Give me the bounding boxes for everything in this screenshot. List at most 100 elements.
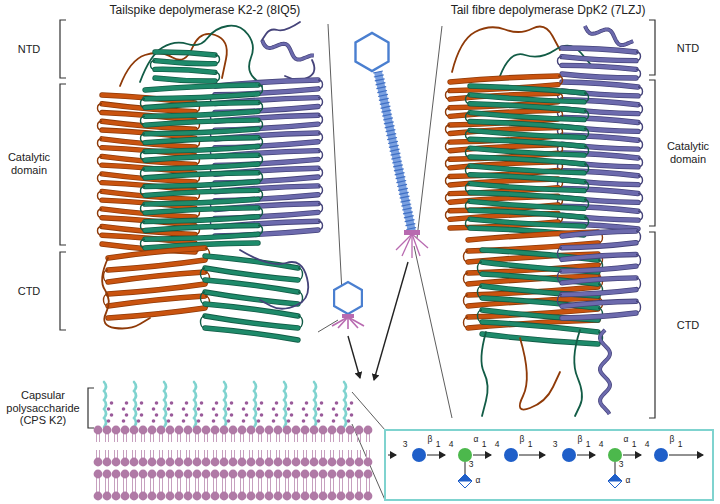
lipid-head xyxy=(238,470,247,479)
beta-strand xyxy=(145,111,258,116)
lipid-head xyxy=(346,426,355,435)
lps-sugar xyxy=(152,407,156,411)
capsule-strand xyxy=(164,382,166,427)
beta-strand-edge xyxy=(145,138,258,143)
beta-strand xyxy=(155,69,215,72)
capsule-strand xyxy=(284,382,286,427)
arrow xyxy=(374,262,408,380)
linkage-label: α xyxy=(620,435,632,445)
beta-strand xyxy=(482,334,598,344)
beta-strand-edge xyxy=(205,268,298,280)
tail-ring xyxy=(382,114,392,116)
tail-ring xyxy=(395,173,405,175)
bracket xyxy=(60,20,66,78)
beta-strand-edge xyxy=(155,78,215,81)
beta-strand xyxy=(470,139,584,146)
lipid-head xyxy=(202,492,211,501)
lps-sugar xyxy=(302,419,306,423)
capsule-strand xyxy=(134,382,136,427)
lipid-head xyxy=(193,426,202,435)
coil xyxy=(140,26,262,86)
lps-sugar xyxy=(350,413,354,417)
tail-ring xyxy=(391,153,401,155)
tail-ring xyxy=(393,165,403,167)
beta-strand-edge xyxy=(205,328,298,340)
beta-strand-edge xyxy=(470,95,584,102)
lipid-head xyxy=(175,458,184,467)
lipid-head xyxy=(301,426,310,435)
phages xyxy=(332,33,428,329)
lipid-head xyxy=(256,426,265,435)
lipid-head xyxy=(310,458,319,467)
lps-sugar xyxy=(110,401,114,405)
lps-sugar xyxy=(245,401,249,405)
lipid-head xyxy=(265,492,274,501)
lipid-head xyxy=(220,458,229,467)
linkage-label: 3 xyxy=(615,460,627,470)
beta-strand-edge xyxy=(470,193,584,200)
zoom-lines xyxy=(318,24,452,500)
beta-strand xyxy=(470,193,584,200)
beta-strand-edge xyxy=(562,266,636,271)
lipid-head xyxy=(247,426,256,435)
lipid-head xyxy=(202,470,211,479)
bracket xyxy=(649,232,655,418)
beta-strand xyxy=(562,65,636,69)
linkage-label: 3 xyxy=(465,460,477,470)
lipid-head xyxy=(157,458,166,467)
lipid-head xyxy=(238,458,247,467)
lipid-head xyxy=(139,492,148,501)
beta-strand xyxy=(562,231,636,236)
linkage-label: α xyxy=(472,476,484,486)
beta-strand xyxy=(145,199,258,204)
beta-strand xyxy=(205,328,298,340)
beta-strand xyxy=(470,210,584,217)
lipid-head xyxy=(364,492,373,501)
lipid-head xyxy=(247,492,256,501)
lipid-head xyxy=(337,470,346,479)
lipid-head xyxy=(148,426,157,435)
lipid-head xyxy=(166,458,175,467)
lipid-head xyxy=(346,458,355,467)
tail-ring xyxy=(383,118,393,120)
lipid-head xyxy=(184,470,193,479)
alpha-helix-edge xyxy=(600,330,610,414)
beta-strand xyxy=(470,130,584,137)
lipid-head xyxy=(193,470,202,479)
tail-ring xyxy=(381,106,391,108)
lipid-head xyxy=(256,470,265,479)
lipid-head xyxy=(328,458,337,467)
lipid-head xyxy=(355,458,364,467)
beta-strand xyxy=(470,184,584,191)
beta-strand xyxy=(108,284,205,294)
tail-ring xyxy=(391,157,401,159)
lipid-head xyxy=(103,458,112,467)
tail-ring xyxy=(406,224,416,226)
beta-strand-edge xyxy=(470,210,584,217)
lipid-head xyxy=(166,470,175,479)
lps-sugar xyxy=(197,407,201,411)
tail-ring xyxy=(374,75,384,77)
beta-strand-edge xyxy=(145,199,258,204)
beta-strand xyxy=(470,86,584,93)
lipid-head xyxy=(166,492,175,501)
beta-strand xyxy=(470,122,584,129)
coil xyxy=(285,60,314,80)
lps-sugar xyxy=(275,401,279,405)
lps-sugar xyxy=(122,419,126,423)
alpha-helix-edge xyxy=(585,26,633,45)
beta-strand xyxy=(470,157,584,164)
linkage-label: 1 xyxy=(628,440,640,450)
linkage-label: α xyxy=(470,435,482,445)
lps-sugar xyxy=(290,413,294,417)
tail-ring xyxy=(378,94,388,96)
lps-sugar xyxy=(260,413,264,417)
beta-strand-edge xyxy=(145,129,258,134)
beta-strand xyxy=(205,280,298,292)
beta-strand-edge xyxy=(470,166,584,173)
tail-ring xyxy=(404,216,414,218)
alpha-helix-edge xyxy=(262,40,314,60)
lps-sugar xyxy=(212,419,216,423)
lps-sugar xyxy=(167,419,171,423)
capsule-strand xyxy=(224,382,226,427)
